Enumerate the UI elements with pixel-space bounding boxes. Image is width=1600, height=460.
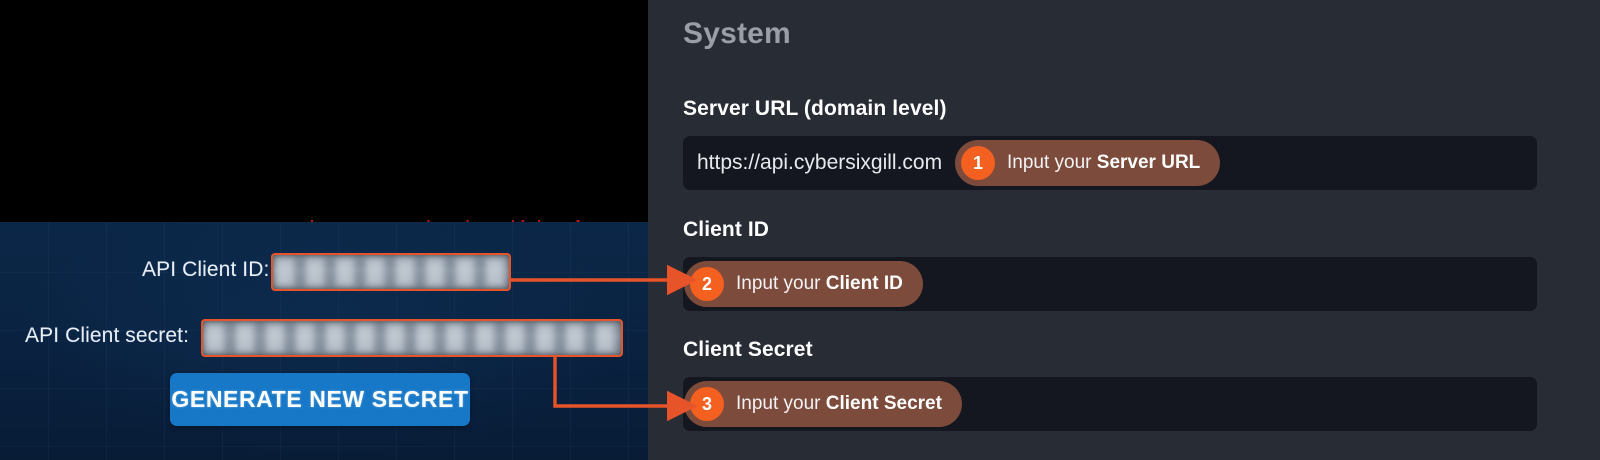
redaction-blur	[206, 324, 618, 352]
callout-1-server-url: 1 Input your Server URL	[955, 140, 1221, 186]
callout-2-prefix: Input your	[736, 273, 826, 294]
client-secret-input[interactable]: 3 Input your Client Secret	[683, 377, 1537, 431]
redaction-blur	[276, 258, 506, 286]
callout-1-prefix: Input your	[1007, 152, 1097, 173]
callout-2-text: Input your Client ID	[736, 273, 903, 295]
server-url-value: https://api.cybersixgill.com	[697, 151, 943, 174]
callout-3-client-secret: 3 Input your Client Secret	[684, 381, 962, 427]
scanline-artifact-red	[0, 219, 648, 223]
client-secret-label: Client Secret	[683, 338, 813, 361]
generate-new-secret-button[interactable]: GENERATE NEW SECRET	[170, 373, 470, 426]
left-panel-black-region	[0, 0, 648, 222]
api-client-secret-value-redacted[interactable]	[201, 319, 623, 357]
left-panel-sixgill-portal: API Client ID: API Client secret: GENERA…	[0, 0, 648, 460]
page-title: System	[683, 17, 791, 50]
client-id-input[interactable]: 2 Input your Client ID	[683, 257, 1537, 311]
callout-1-target: Server URL	[1096, 152, 1201, 173]
server-url-label: Server URL (domain level)	[683, 97, 947, 120]
callout-2-client-id: 2 Input your Client ID	[684, 261, 923, 307]
callout-2-target: Client ID	[825, 273, 903, 294]
api-client-id-value-redacted[interactable]	[271, 253, 511, 291]
api-client-secret-label: API Client secret:	[25, 324, 190, 347]
server-url-input[interactable]: https://api.cybersixgill.com 1 Input you…	[683, 136, 1537, 190]
callout-3-text: Input your Client Secret	[736, 393, 942, 415]
api-client-id-label: API Client ID:	[142, 258, 270, 281]
callout-3-prefix: Input your	[736, 393, 826, 414]
callout-1-text: Input your Server URL	[1007, 152, 1200, 174]
right-panel-system-settings: System Server URL (domain level) https:/…	[648, 0, 1600, 460]
callout-3-badge: 3	[690, 387, 724, 421]
callout-3-target: Client Secret	[825, 393, 942, 414]
client-id-label: Client ID	[683, 218, 770, 241]
callout-1-badge: 1	[961, 146, 995, 180]
callout-2-badge: 2	[690, 267, 724, 301]
